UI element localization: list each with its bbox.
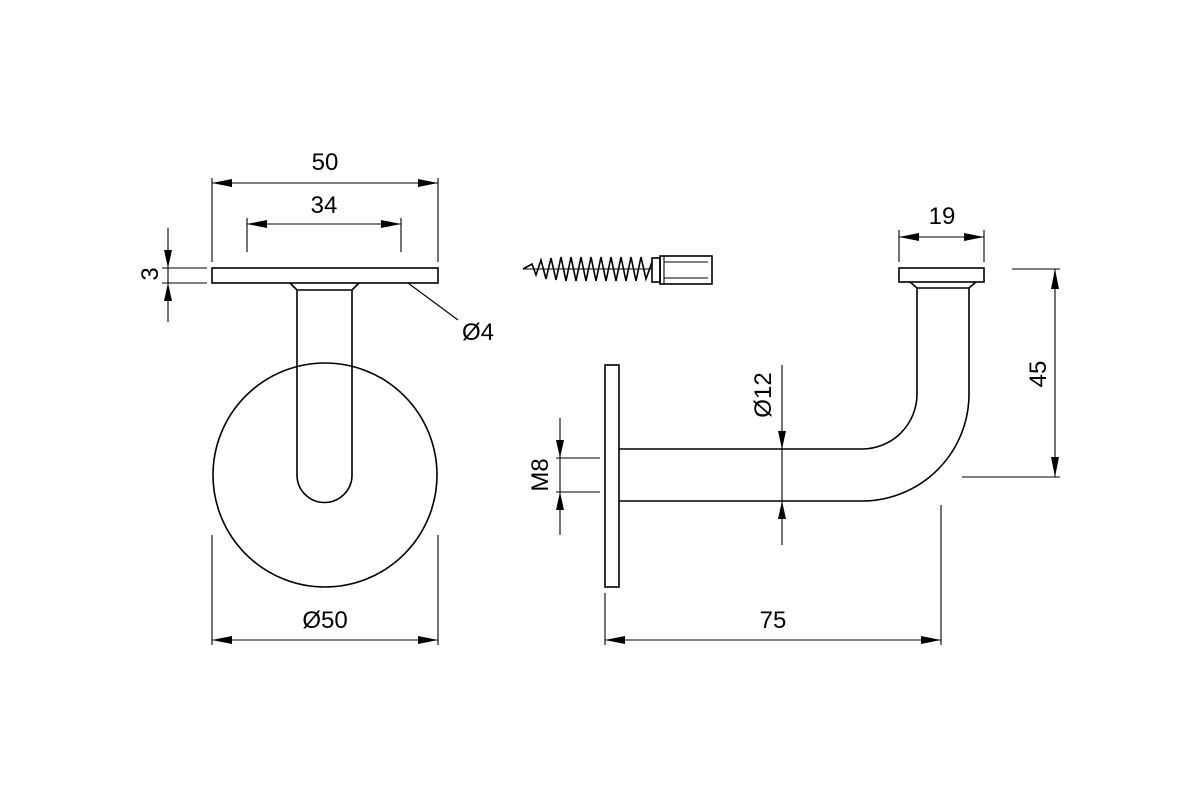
dim-plate-width: 50	[211, 149, 439, 262]
hanger-bolt	[522, 255, 713, 285]
dim-projection-label: 75	[760, 607, 787, 634]
dim-rosette-diameter-label: Ø50	[302, 607, 347, 634]
dim-hole-diameter-label: Ø4	[462, 319, 494, 346]
bar-front	[296, 290, 353, 504]
bar-side-outline	[619, 288, 970, 502]
dim-plate-thickness: 3	[137, 228, 207, 322]
side-view	[556, 267, 985, 588]
dim-bar-diameter-label: Ø12	[750, 372, 777, 417]
bolt-collar	[651, 257, 661, 283]
rosette-disc	[212, 362, 438, 588]
dim-height: 45	[962, 268, 1060, 478]
saddle-plate-side	[898, 267, 985, 283]
dim-bar-diameter: Ø12	[750, 365, 786, 545]
machine-thread	[659, 255, 713, 285]
dim-hole-spacing: 34	[246, 192, 402, 252]
dim-projection: 75	[604, 505, 942, 645]
dim-rosette-diameter: Ø50	[211, 535, 439, 645]
saddle-plate-front	[211, 267, 439, 284]
dim-thread-label: M8	[527, 458, 554, 491]
saddle-neck-side	[909, 281, 977, 289]
dim-saddle-width-label: 19	[929, 203, 956, 230]
saddle-neck-front	[289, 282, 360, 291]
front-view	[211, 267, 459, 588]
dim-plate-thickness-label: 3	[137, 267, 164, 280]
rosette-side	[604, 364, 620, 588]
dim-hole-spacing-label: 34	[311, 192, 338, 219]
dim-plate-width-label: 50	[312, 149, 339, 176]
hole-leader	[407, 282, 459, 321]
dim-thread: M8	[527, 418, 564, 535]
dim-saddle-width: 19	[898, 203, 985, 262]
dim-height-label: 45	[1025, 361, 1052, 388]
